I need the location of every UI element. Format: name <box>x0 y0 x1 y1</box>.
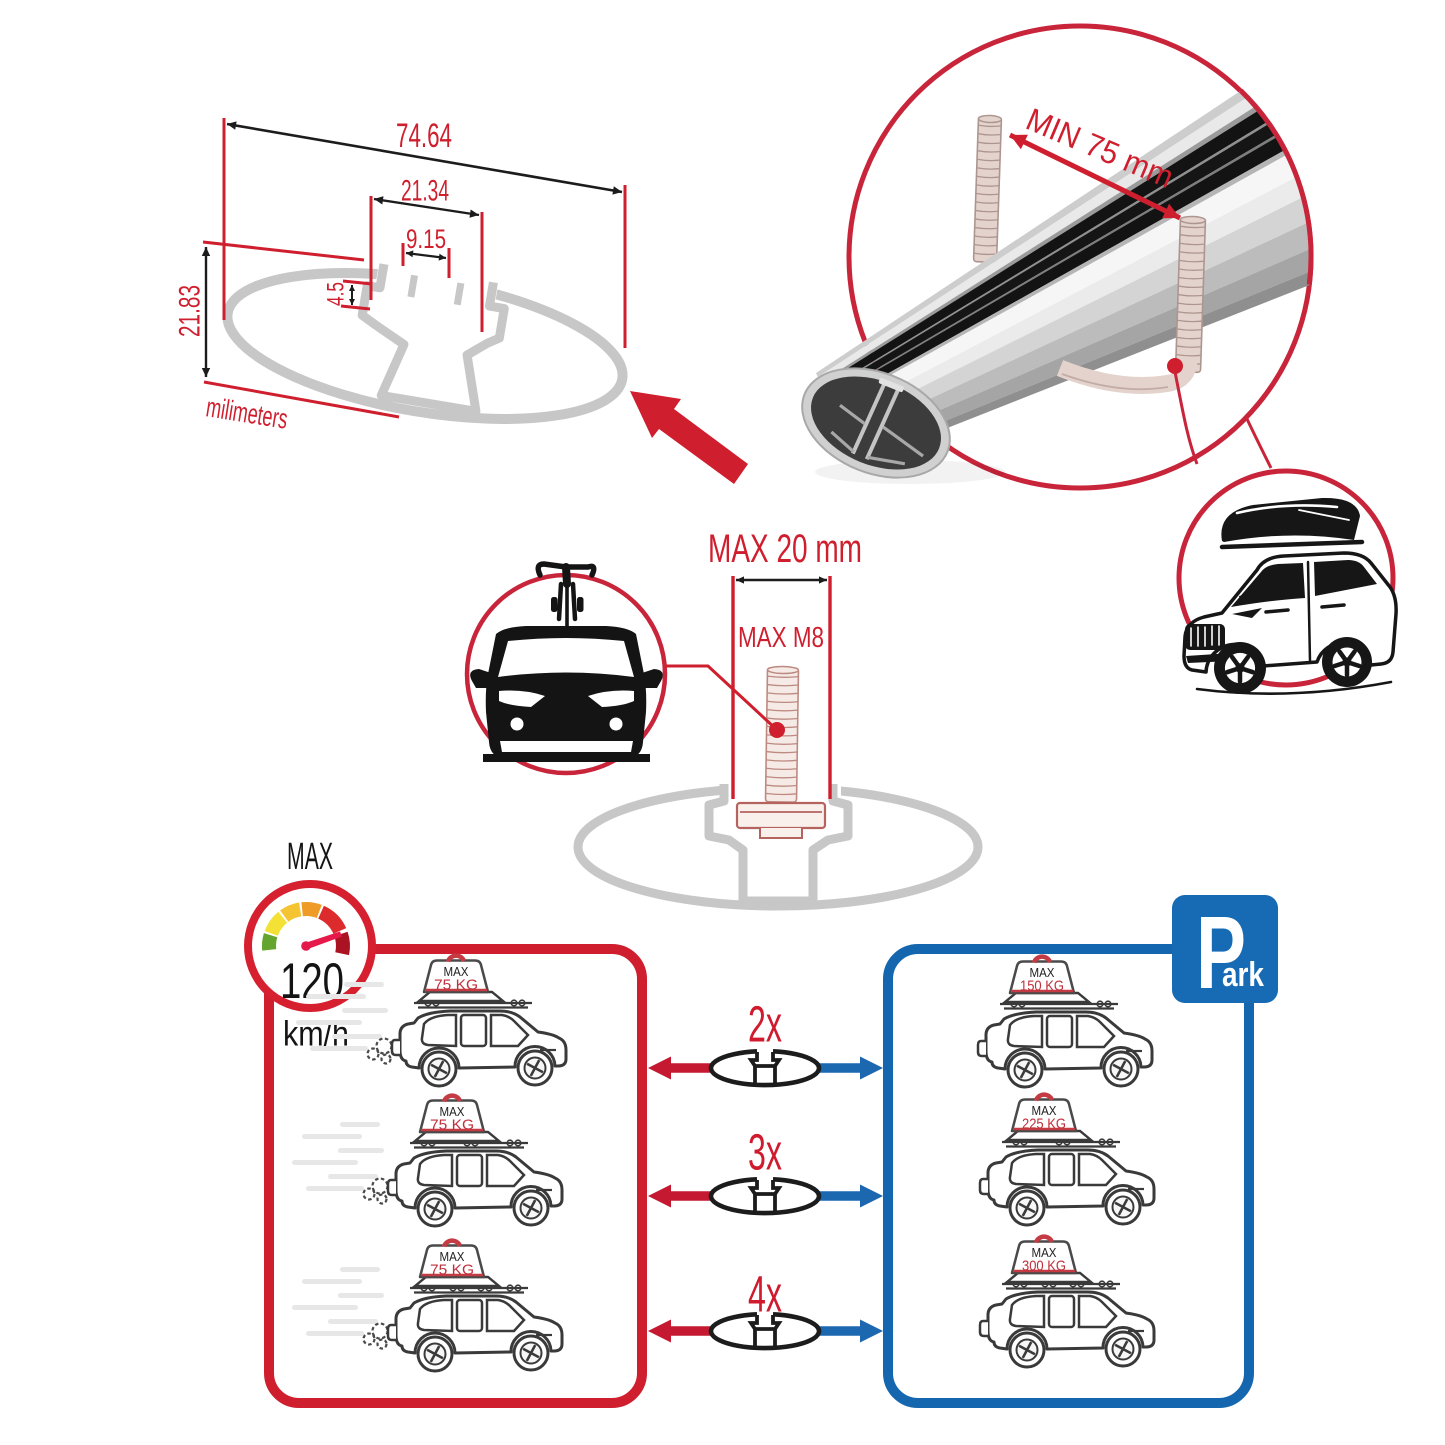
svg-text:3x: 3x <box>748 1124 782 1181</box>
svg-text:MAX: MAX <box>1032 1104 1058 1118</box>
svg-text:MAX: MAX <box>1030 966 1056 980</box>
svg-text:225 KG: 225 KG <box>1022 1116 1066 1133</box>
svg-text:9.15: 9.15 <box>406 224 446 254</box>
svg-text:150 KG: 150 KG <box>1020 978 1064 995</box>
svg-text:MAX 20 mm: MAX 20 mm <box>708 527 862 571</box>
svg-text:ark: ark <box>1222 956 1264 994</box>
svg-text:75 KG: 75 KG <box>430 1262 474 1279</box>
svg-text:P: P <box>1196 895 1246 1010</box>
svg-text:4.5: 4.5 <box>323 282 350 306</box>
svg-text:MAX: MAX <box>440 1250 466 1264</box>
svg-text:75 KG: 75 KG <box>434 977 478 994</box>
svg-text:2x: 2x <box>748 996 782 1053</box>
svg-text:75 KG: 75 KG <box>430 1117 474 1134</box>
svg-text:74.64: 74.64 <box>396 117 452 155</box>
svg-text:MAX: MAX <box>440 1105 466 1119</box>
svg-text:MAX: MAX <box>287 836 333 878</box>
svg-text:MAX M8: MAX M8 <box>738 622 824 654</box>
svg-text:21.34: 21.34 <box>401 175 449 208</box>
svg-text:120: 120 <box>280 953 344 1009</box>
svg-text:21.83: 21.83 <box>174 285 207 337</box>
svg-text:MAX: MAX <box>444 965 470 979</box>
svg-text:MAX: MAX <box>1032 1246 1058 1260</box>
svg-text:300 KG: 300 KG <box>1022 1258 1066 1275</box>
